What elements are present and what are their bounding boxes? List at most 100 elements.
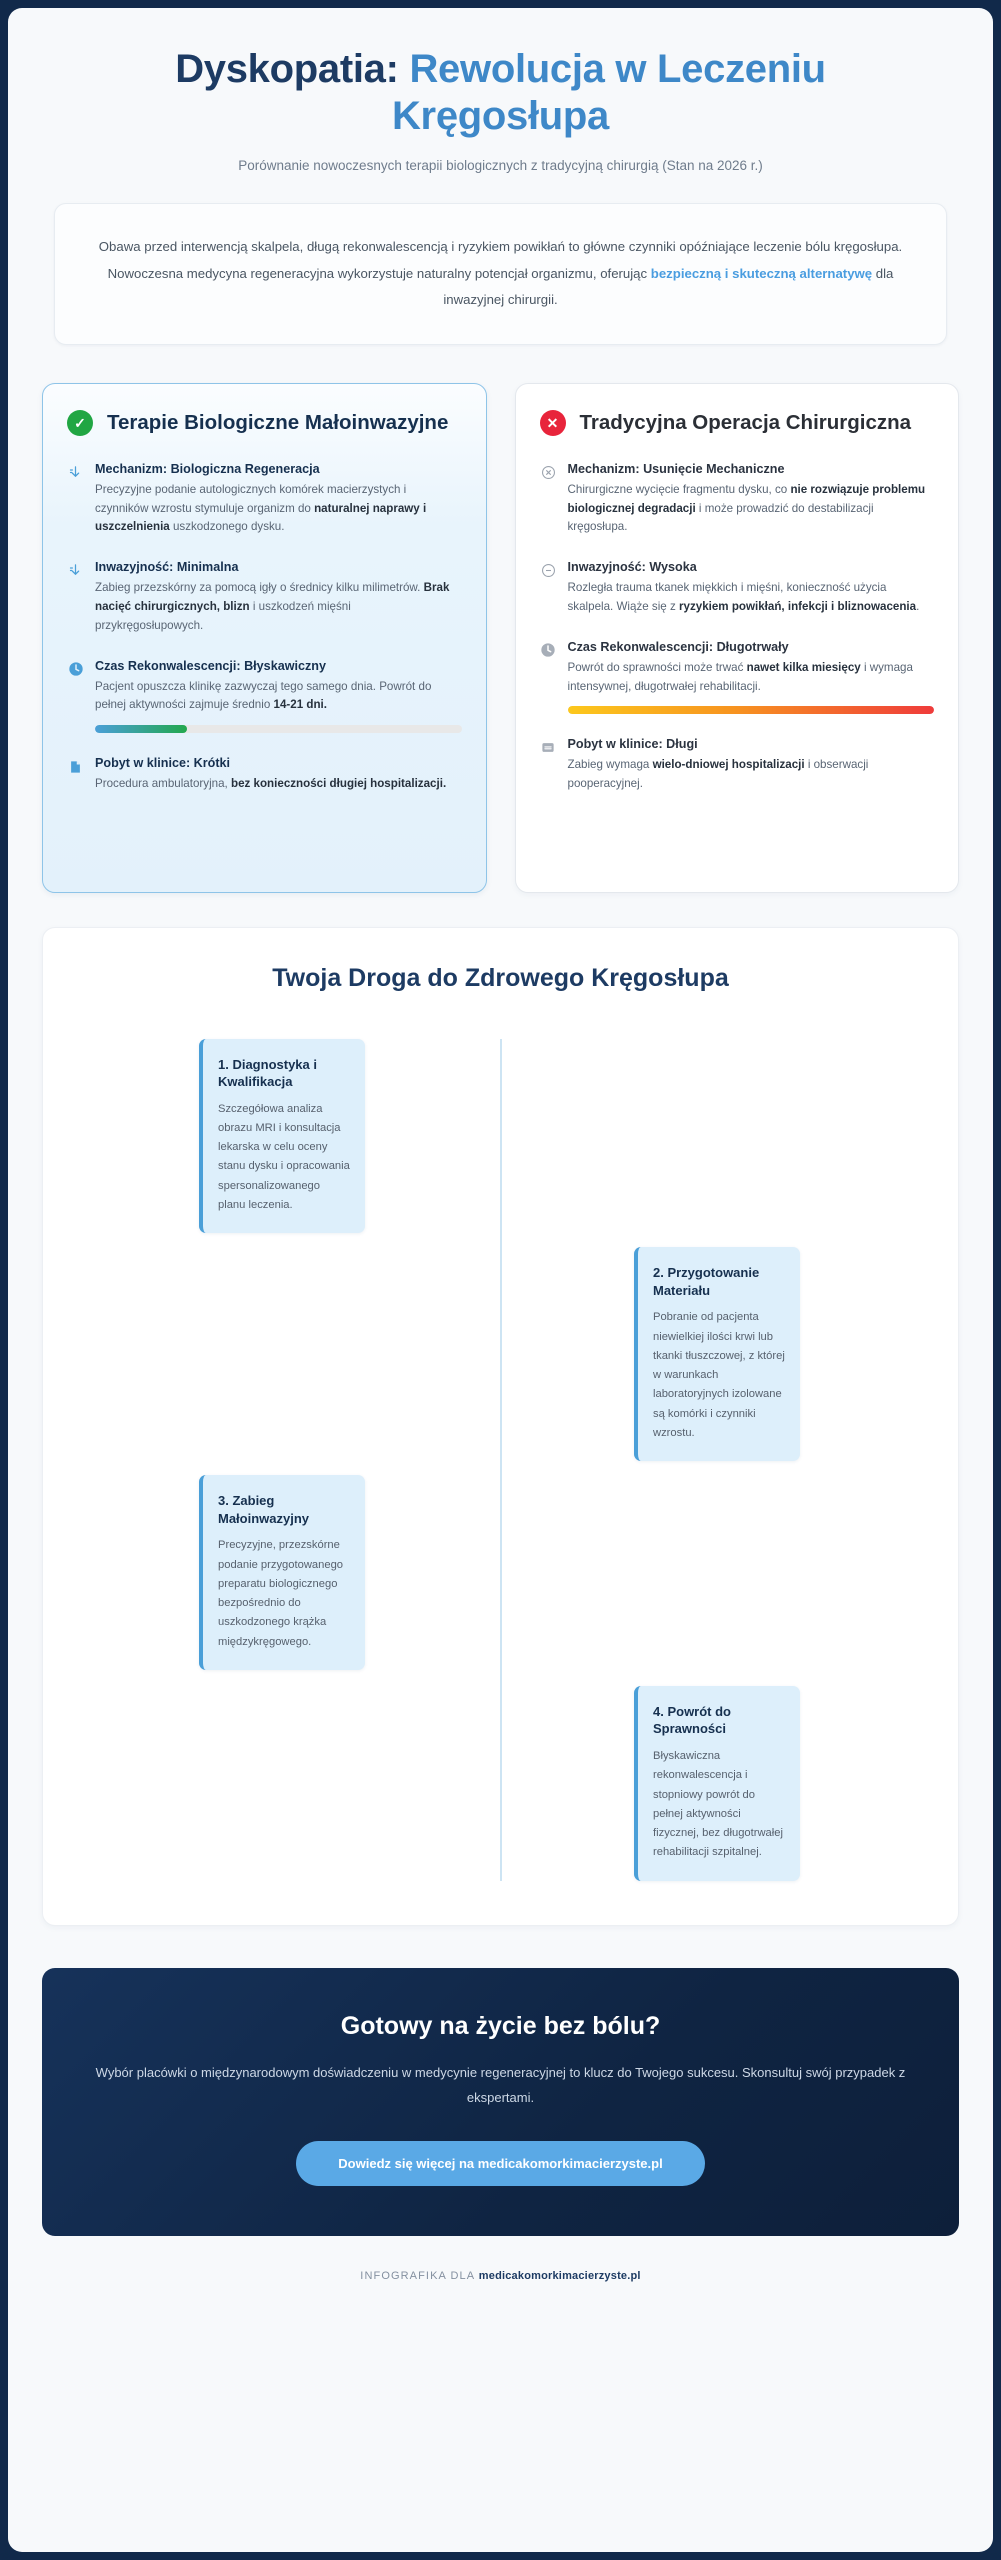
document-icon (67, 758, 84, 775)
feature-title: Mechanizm: Biologiczna Regeneracja (95, 461, 320, 476)
footer-brand: medicakomorkimacierzyste.pl (478, 2269, 641, 2282)
cta-button[interactable]: Dowiedz się więcej na medicakomorkimacie… (296, 2140, 705, 2186)
clock-icon (67, 661, 84, 678)
infographic-sheet: Dyskopatia: Rewolucja w Leczeniu Kręgosł… (8, 8, 993, 2552)
feature-desc: Rozległa trauma tkanek miękkich i mięśni… (568, 579, 935, 617)
feature-desc-bold: bez konieczności długiej hospitalizacji. (230, 777, 447, 791)
card-title: Terapie Biologiczne Małoinwazyjne (107, 410, 449, 434)
feature-title: Czas Rekonwalescencji: Błyskawiczny (95, 658, 326, 673)
feature-body: Czas Rekonwalescencji: Długotrwały Powró… (567, 640, 935, 715)
timeline-step-row: 2. Przygotowanie Materiału Pobranie od p… (69, 1247, 932, 1462)
feature-desc: Pacjent opuszcza klinikę zazwyczaj tego … (95, 678, 462, 716)
page-title: Dyskopatia: Rewolucja w Leczeniu Kręgosł… (34, 46, 967, 140)
timeline-step-row: 3. Zabieg Małoinwazyjny Precyzyjne, prze… (69, 1475, 932, 1670)
cta-title: Gotowy na życie bez bólu? (340, 2011, 661, 2040)
page-subtitle: Porównanie nowoczesnych terapii biologic… (238, 158, 763, 174)
card-traditional-surgery: ✕ Tradycyjna Operacja Chirurgiczna Mecha… (514, 382, 959, 893)
feature-body: Pobyt w klinice: Krótki Procedura ambula… (95, 756, 462, 794)
feature-desc-2: i uszkodzeń mięśni przykręgosłupowych. (95, 599, 351, 632)
feature-desc: Precyzyjne podanie autologicznych komóre… (95, 481, 462, 537)
syringe-down-icon (67, 562, 84, 579)
footer: INFOGRAFIKA DLA medicakomorkimacierzyste… (34, 2270, 967, 2282)
feature-desc-1: Powrót do sprawności może trwać (567, 660, 747, 674)
feature-desc-bold: naturalnej naprawy i uszczelnienia (95, 501, 427, 534)
feature-desc-bold: nawet kilka miesięcy (746, 660, 861, 674)
feature-body: Inwazyjność: Minimalna Zabieg przezskórn… (95, 560, 462, 635)
timeline-connector-line (499, 1038, 502, 1881)
step-title: 4. Powrót do Sprawności (653, 1703, 731, 1737)
feature-desc-bold: nie rozwiązuje problemu biologicznej deg… (567, 482, 926, 515)
feature-item: Inwazyjność: Minimalna Zabieg przezskórn… (67, 560, 462, 635)
timeline-step-4: 4. Powrót do Sprawności Błyskawiczna rek… (634, 1685, 800, 1881)
feature-item: Mechanizm: Biologiczna Regeneracja Precy… (67, 462, 462, 537)
page-title-part1: Dyskopatia: (175, 47, 410, 91)
feature-body: Mechanizm: Usunięcie Mechaniczne Chirurg… (568, 462, 935, 537)
feature-desc-bold: 14-21 dni. (273, 698, 327, 712)
feature-desc-1: Chirurgiczne wycięcie fragmentu dysku, c… (567, 482, 791, 496)
minus-circle-outline-icon (540, 562, 557, 579)
feature-desc: Chirurgiczne wycięcie fragmentu dysku, c… (568, 481, 935, 537)
feature-item: Inwazyjność: Wysoka Rozległa trauma tkan… (540, 560, 935, 617)
feature-body: Czas Rekonwalescencji: Błyskawiczny Pacj… (95, 659, 462, 734)
feature-desc: Powrót do sprawności może trwać nawet ki… (568, 659, 935, 697)
clock-icon (540, 642, 557, 659)
intro-text-before: Obawa przed interwencją skalpela, długą … (98, 239, 903, 281)
step-title: 2. Przygotowanie Materiału (653, 1265, 760, 1298)
footer-prefix: INFOGRAFIKA DLA (360, 2269, 479, 2282)
feature-item: Pobyt w klinice: Długi Zabieg wymaga wie… (540, 737, 935, 794)
timeline-title: Twoja Droga do Zdrowego Kręgosłupa (272, 963, 729, 992)
step-desc: Precyzyjne, przezskórne podanie przygoto… (218, 1539, 344, 1648)
card-biological-therapies: ✓ Terapie Biologiczne Małoinwazyjne Mech… (42, 382, 487, 893)
feature-desc-1: Procedura ambulatoryjna, (95, 777, 231, 791)
feature-item: Mechanizm: Usunięcie Mechaniczne Chirurg… (540, 462, 935, 537)
feature-body: Pobyt w klinice: Długi Zabieg wymaga wie… (568, 737, 935, 794)
intro-text-after: dla inwazyjnej chirurgii. (443, 265, 894, 308)
feature-desc-1: Precyzyjne podanie autologicznych komóre… (95, 482, 407, 515)
card-header: ✓ Terapie Biologiczne Małoinwazyjne (67, 409, 462, 436)
feature-desc: Procedura ambulatoryjna, bez koniecznośc… (95, 775, 462, 794)
step-desc: Szczegółowa analiza obrazu MRI i konsult… (218, 1102, 350, 1212)
feature-desc-2: uszkodzonego dysku. (169, 520, 285, 534)
feature-desc-1: Rozległa trauma tkanek miękkich i mięśni… (567, 581, 887, 613)
header: Dyskopatia: Rewolucja w Leczeniu Kręgosł… (34, 8, 967, 173)
feature-desc-1: Pacjent opuszcza klinikę zazwyczaj tego … (95, 679, 432, 712)
x-glyph: ✕ (546, 414, 559, 431)
feature-item: Pobyt w klinice: Krótki Procedura ambula… (67, 756, 462, 794)
timeline: 1. Diagnostyka i Kwalifikacja Szczegółow… (43, 1038, 958, 1881)
syringe-down-icon (67, 464, 84, 481)
feature-desc-bold: ryzykiem powikłań, infekcji i bliznowace… (678, 599, 917, 613)
intro-text: Obawa przed interwencją skalpela, długą … (95, 234, 906, 313)
step-title: 1. Diagnostyka i Kwalifikacja (218, 1056, 317, 1090)
recovery-progress-bar (567, 706, 934, 715)
check-circle-icon: ✓ (67, 409, 93, 436)
feature-body: Mechanizm: Biologiczna Regeneracja Precy… (95, 462, 462, 537)
feature-desc-bold: wielo-dniowej hospitalizacji (652, 758, 805, 772)
cta-section: Gotowy na życie bez bólu? Wybór placówki… (42, 1967, 959, 2236)
timeline-step-1: 1. Diagnostyka i Kwalifikacja Szczegółow… (199, 1038, 365, 1234)
step-desc: Pobranie od pacjenta niewielkiej ilości … (653, 1311, 785, 1439)
feature-body: Inwazyjność: Wysoka Rozległa trauma tkan… (568, 560, 935, 617)
feature-desc-2: i może prowadzić do destabilizacji kręgo… (567, 501, 874, 534)
recovery-progress-bar (95, 725, 462, 734)
step-title: 3. Zabieg Małoinwazyjny (218, 1493, 310, 1526)
feature-item: Czas Rekonwalescencji: Długotrwały Powró… (540, 640, 935, 715)
feature-title: Pobyt w klinice: Długi (567, 737, 698, 752)
feature-desc-1: Zabieg przezskórny za pomocą igły o śred… (95, 581, 424, 595)
hospital-bed-icon (540, 739, 557, 756)
timeline-step-2: 2. Przygotowanie Materiału Pobranie od p… (634, 1247, 800, 1462)
recovery-progress-fill (567, 706, 934, 715)
timeline-step-row: 4. Powrót do Sprawności Błyskawiczna rek… (69, 1685, 932, 1881)
timeline-section: Twoja Droga do Zdrowego Kręgosłupa 1. Di… (42, 926, 959, 1926)
feature-title: Inwazyjność: Minimalna (95, 560, 239, 575)
intro-box: Obawa przed interwencją skalpela, długą … (54, 203, 947, 345)
feature-desc-2: i obserwacji pooperacyjnej. (567, 758, 869, 791)
x-circle-icon: ✕ (539, 409, 566, 436)
card-header: ✕ Tradycyjna Operacja Chirurgiczna (539, 409, 935, 436)
feature-desc: Zabieg wymaga wielo-dniowej hospitalizac… (568, 756, 935, 794)
feature-item: Czas Rekonwalescencji: Błyskawiczny Pacj… (67, 659, 462, 734)
intro-highlight: bezpieczną i skuteczną alternatywę (650, 265, 873, 281)
feature-title: Inwazyjność: Wysoka (567, 560, 697, 575)
timeline-step-row: 1. Diagnostyka i Kwalifikacja Szczegółow… (69, 1038, 932, 1234)
page-title-part2: Rewolucja w Leczeniu Kręgosłupa (391, 47, 826, 139)
